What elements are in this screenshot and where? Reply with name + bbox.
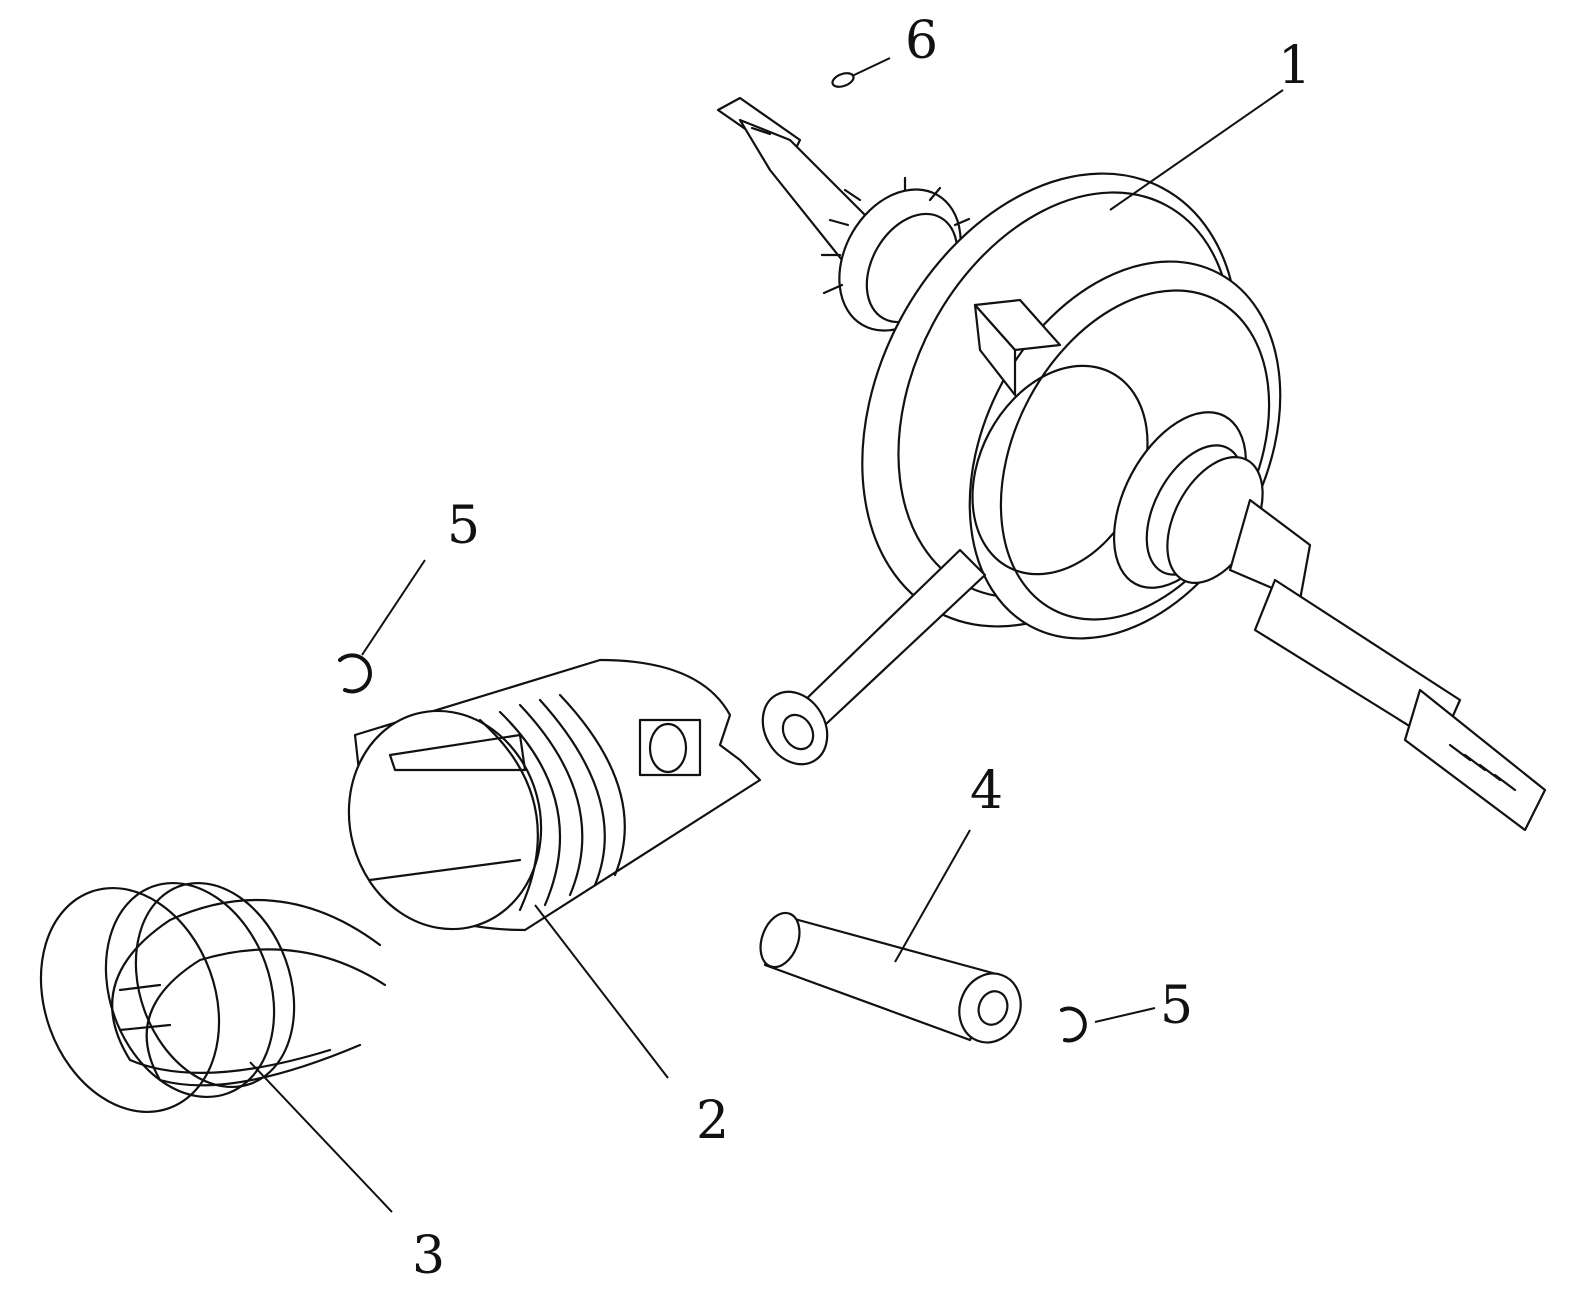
label-piston: 2 — [696, 1091, 730, 1151]
circlip-upper-drawing — [338, 653, 372, 694]
leader-line-1 — [1109, 89, 1284, 211]
leader-line-4 — [894, 829, 971, 963]
leader-line-5-lower — [1094, 1007, 1156, 1023]
piston-pin-drawing — [759, 911, 1022, 1044]
circlip-lower-drawing — [1060, 1006, 1087, 1043]
key-drawing — [831, 72, 855, 88]
crankshaft-drawing — [716, 96, 1547, 832]
label-piston-pin: 4 — [970, 761, 1004, 821]
leader-line-5-upper — [361, 559, 426, 656]
leader-line-3 — [249, 1061, 393, 1213]
piston-rings-drawing — [39, 881, 387, 1114]
label-circlip-upper: 5 — [447, 496, 481, 556]
leader-line-6 — [851, 57, 891, 77]
piston-drawing — [347, 658, 762, 932]
label-circlip-lower: 5 — [1160, 976, 1194, 1036]
label-crankshaft: 1 — [1278, 36, 1312, 96]
label-key: 6 — [905, 11, 939, 71]
label-piston-rings: 3 — [412, 1226, 446, 1286]
leader-line-2 — [534, 904, 669, 1079]
